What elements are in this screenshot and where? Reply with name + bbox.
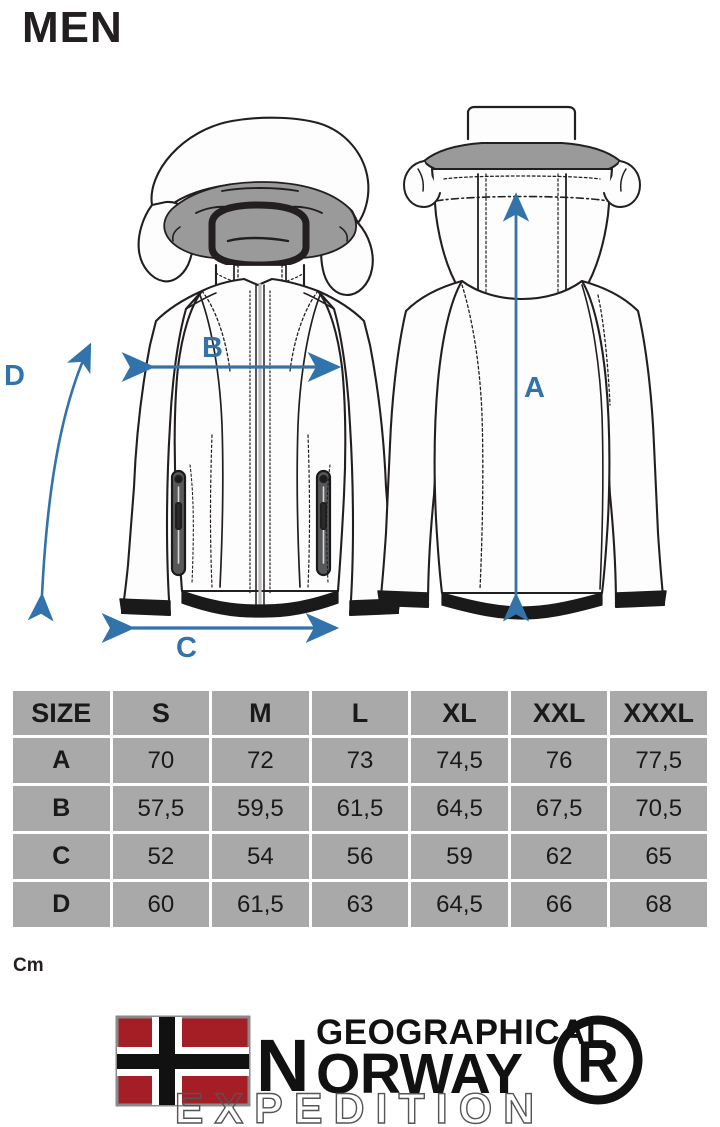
table-col-header-xxl: XXL xyxy=(510,691,608,735)
table-row: C 52 54 56 59 62 65 xyxy=(13,834,707,879)
row-label-b: B xyxy=(13,786,110,831)
measure-label-a: A xyxy=(524,372,545,404)
jacket-back-view xyxy=(377,105,667,620)
measure-label-d: D xyxy=(4,360,25,392)
pocket-zipper-right xyxy=(315,469,332,577)
cell-d-m: 61,5 xyxy=(212,882,309,927)
cell-a-l: 73 xyxy=(311,738,409,783)
table-col-header-m: M xyxy=(212,691,309,735)
table-corner-header: SIZE xyxy=(13,691,110,735)
registered-trademark-icon: R xyxy=(553,1015,643,1105)
cell-d-xl: 64,5 xyxy=(411,882,508,927)
cell-a-xxxl: 77,5 xyxy=(610,738,707,783)
cell-b-s: 57,5 xyxy=(112,786,210,831)
cell-d-xxxl: 68 xyxy=(610,882,707,927)
cell-c-xxl: 62 xyxy=(510,834,608,879)
pocket-zipper-left xyxy=(170,469,187,577)
cell-d-xxl: 66 xyxy=(510,882,608,927)
measure-label-b: B xyxy=(202,332,223,364)
brand-logo: N GEOGRAPHICAL ORWAY R EXPEDITION xyxy=(0,1005,720,1127)
svg-text:R: R xyxy=(577,1030,619,1095)
measure-line-c: C xyxy=(101,612,340,664)
cell-a-xxl: 76 xyxy=(510,738,608,783)
measure-line-b: B xyxy=(121,332,342,383)
table-header-row: SIZE S M L XL XXL XXXL xyxy=(13,691,707,735)
table-col-header-l: L xyxy=(311,691,409,735)
logo-n-glyph: N xyxy=(256,1024,309,1107)
table-col-header-s: S xyxy=(112,691,210,735)
jacket-illustration: B C D xyxy=(0,95,720,670)
cell-b-l: 61,5 xyxy=(311,786,409,831)
cell-d-l: 63 xyxy=(311,882,409,927)
table-row: B 57,5 59,5 61,5 64,5 67,5 70,5 xyxy=(13,786,707,831)
cell-b-xl: 64,5 xyxy=(411,786,508,831)
logo-expedition: EXPEDITION xyxy=(175,1085,545,1127)
table-col-header-xl: XL xyxy=(411,691,508,735)
cell-a-s: 70 xyxy=(112,738,210,783)
cell-b-xxxl: 70,5 xyxy=(610,786,707,831)
cell-c-xxxl: 65 xyxy=(610,834,707,879)
cell-c-xl: 59 xyxy=(411,834,508,879)
cell-c-l: 56 xyxy=(311,834,409,879)
size-chart-table: SIZE S M L XL XXL XXXL A 70 72 73 74,5 7… xyxy=(10,688,710,930)
norwegian-flag-icon xyxy=(115,1015,251,1107)
table-row: A 70 72 73 74,5 76 77,5 xyxy=(13,738,707,783)
row-label-a: A xyxy=(13,738,110,783)
unit-label: Cm xyxy=(13,955,44,976)
cell-b-xxl: 67,5 xyxy=(510,786,608,831)
row-label-c: C xyxy=(13,834,110,879)
measure-line-a: A xyxy=(502,192,545,622)
cell-d-s: 60 xyxy=(112,882,210,927)
cell-a-m: 72 xyxy=(212,738,309,783)
cell-c-s: 52 xyxy=(112,834,210,879)
cell-a-xl: 74,5 xyxy=(411,738,508,783)
row-label-d: D xyxy=(13,882,110,927)
cell-b-m: 59,5 xyxy=(212,786,309,831)
page-title: MEN xyxy=(22,3,123,52)
size-table: SIZE S M L XL XXL XXXL A 70 72 73 74,5 7… xyxy=(10,688,710,930)
cell-c-m: 54 xyxy=(212,834,309,879)
table-row: D 60 61,5 63 64,5 66 68 xyxy=(13,882,707,927)
measure-line-d: D xyxy=(4,342,92,622)
table-col-header-xxxl: XXXL xyxy=(610,691,707,735)
measure-label-c: C xyxy=(176,632,197,664)
logo-norway: ORWAY xyxy=(316,1042,523,1106)
